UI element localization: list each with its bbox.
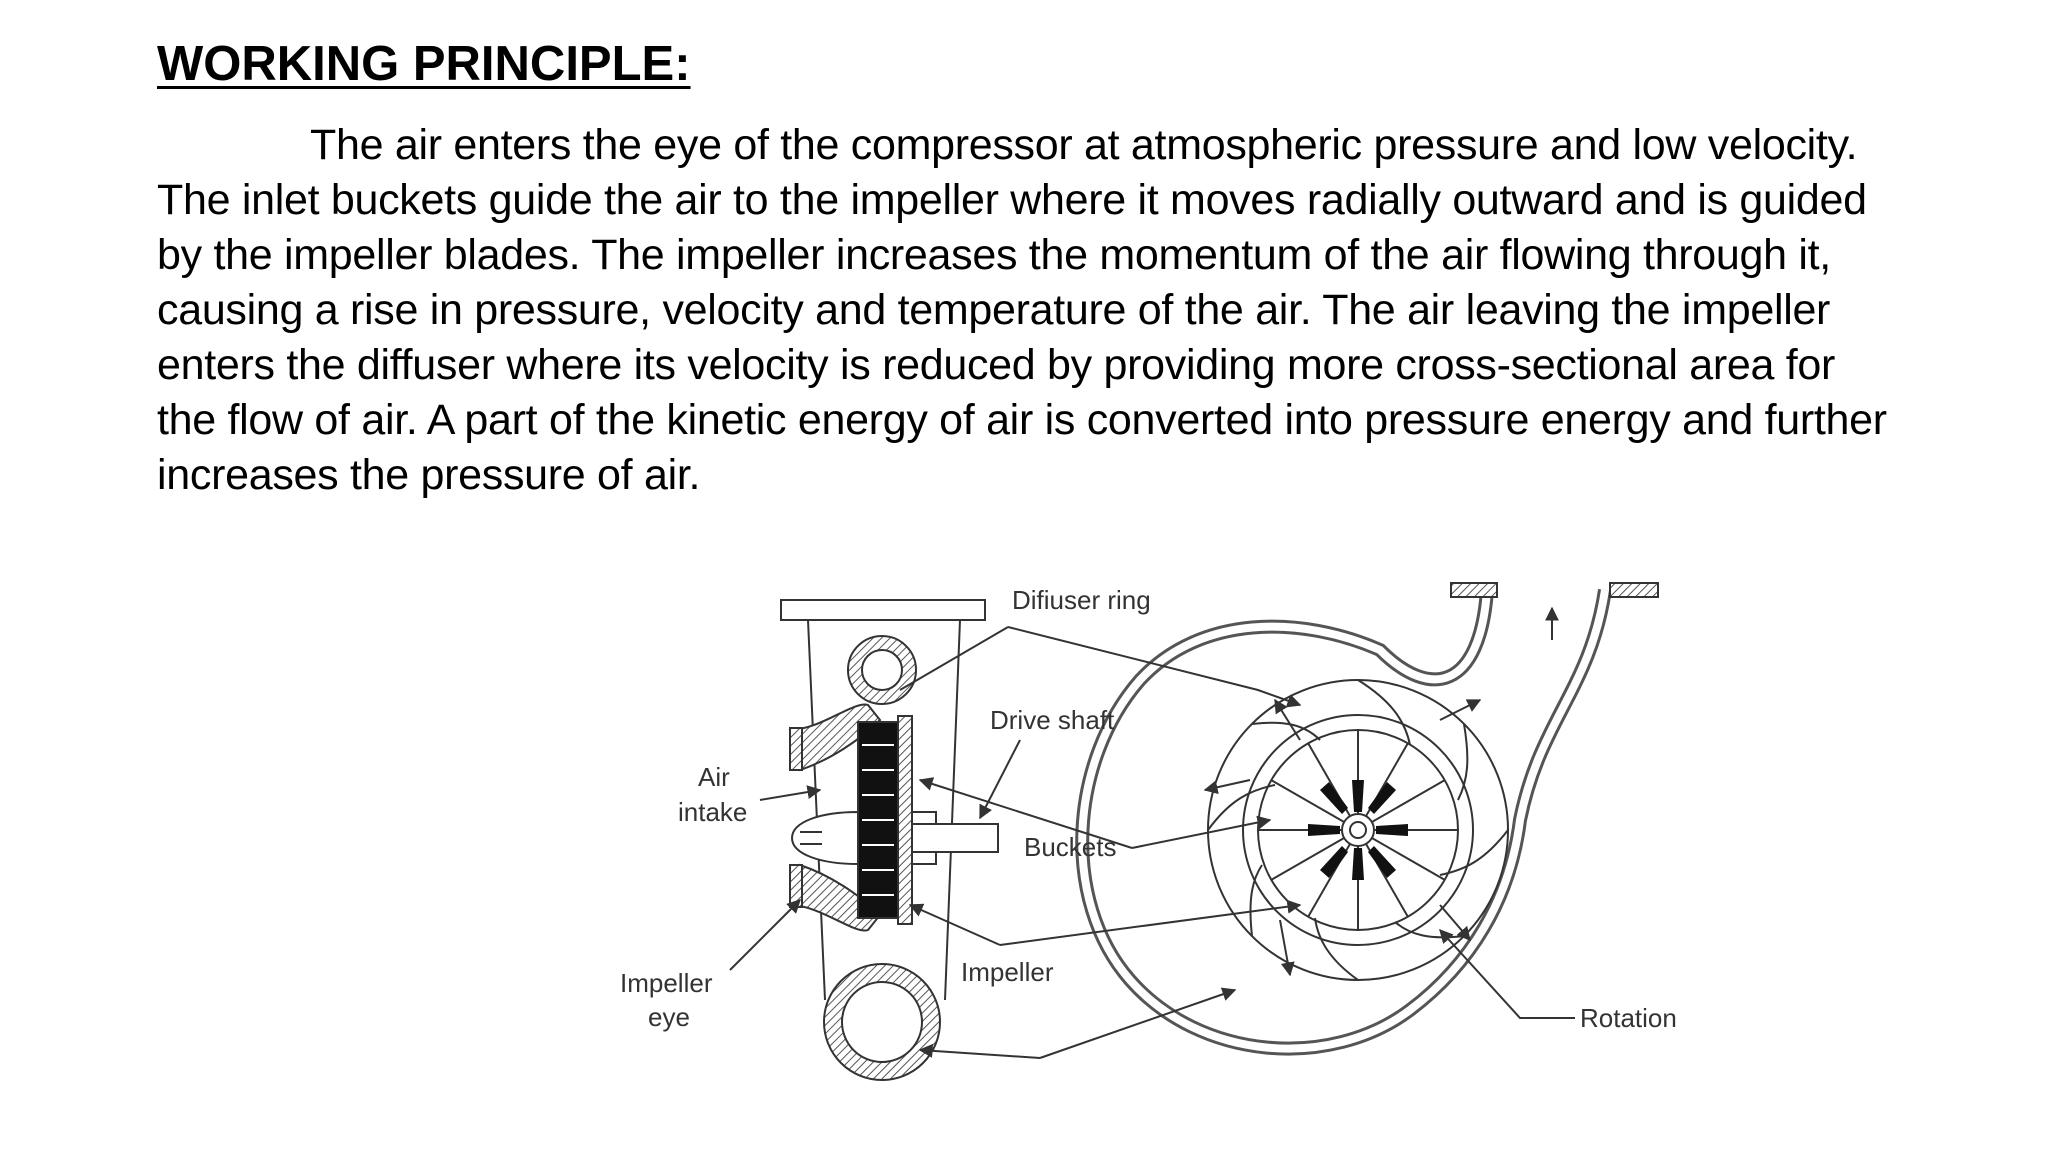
drive-shaft — [911, 823, 999, 853]
outlet-flange-left — [1450, 582, 1498, 598]
front-view — [1075, 582, 1659, 1056]
label-intake: intake — [678, 797, 747, 827]
label-rotation: Rotation — [1580, 1003, 1677, 1033]
label-buckets: Buckets — [1024, 832, 1117, 862]
side-section-view — [780, 599, 999, 1081]
diffuser-vanes — [1207, 679, 1509, 981]
leader-lines — [729, 626, 1575, 1059]
label-impeller: Impeller — [961, 957, 1054, 987]
slide-title: WORKING PRINCIPLE: — [157, 37, 691, 91]
flow-arrows — [1203, 698, 1482, 977]
working-principle-text: The air enters the eye of the compressor… — [157, 121, 1887, 499]
casing-outline — [807, 619, 961, 1001]
inlet-shroud — [788, 703, 882, 772]
label-impeller-eye-1: Impeller — [620, 968, 713, 998]
label-drive-shaft: Drive shaft — [990, 705, 1115, 735]
diffuser-plate — [780, 599, 986, 621]
impeller-hub-star — [1308, 780, 1408, 880]
outlet-flange-right — [1609, 582, 1659, 598]
label-air: Air — [698, 762, 730, 792]
label-impeller-eye-2: eye — [648, 1002, 690, 1032]
label-diffuser-ring: Difiuser ring — [1012, 585, 1151, 615]
impeller-eye-nose — [790, 810, 859, 866]
